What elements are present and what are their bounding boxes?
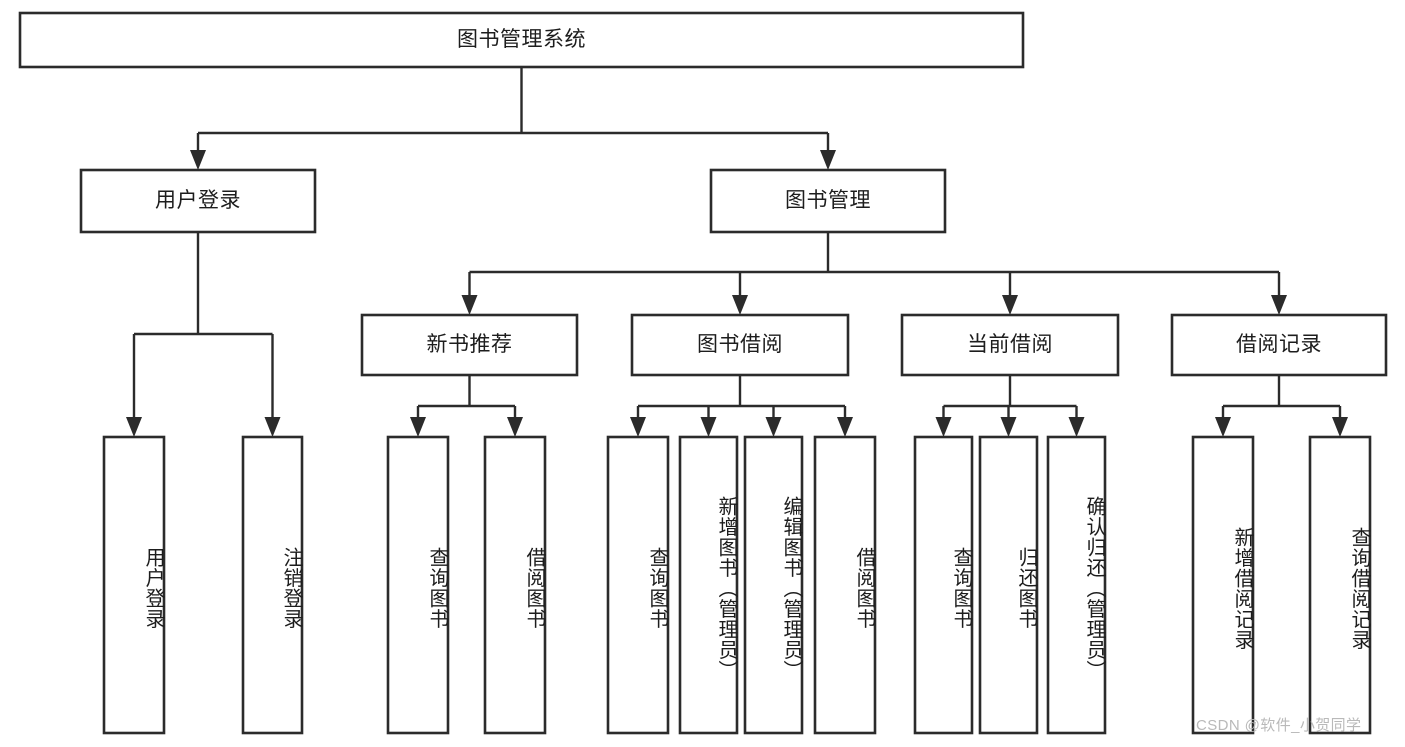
node-box-leaf-4[interactable] xyxy=(606,435,670,735)
arrow-head-icon xyxy=(1332,417,1348,437)
connector-current-borrow-to-leaves xyxy=(935,375,1085,437)
node-box-leaf-9[interactable] xyxy=(978,435,1039,735)
node-box-leaf-5[interactable] xyxy=(678,435,739,735)
connector-user-login-to-leaves xyxy=(126,232,281,437)
node-box-level3-0[interactable] xyxy=(360,313,579,377)
arrow-head-icon xyxy=(461,295,478,315)
arrow-head-icon xyxy=(630,417,646,437)
arrow-head-icon xyxy=(700,417,717,437)
arrow-head-icon xyxy=(126,417,142,437)
node-box-level2-0[interactable] xyxy=(79,168,317,234)
connector-new-book-rec-to-leaves xyxy=(410,375,523,437)
node-box-leaf-7[interactable] xyxy=(813,435,877,735)
arrow-head-icon xyxy=(264,417,281,437)
connector-root-to-level2 xyxy=(190,67,836,170)
connector-book-mgmt-to-level3 xyxy=(461,232,1287,315)
node-box-leaf-3[interactable] xyxy=(483,435,547,735)
arrow-head-icon xyxy=(507,417,523,437)
arrow-head-icon xyxy=(732,295,748,315)
arrow-head-icon xyxy=(765,417,782,437)
arrow-head-icon xyxy=(1068,417,1085,437)
node-box-root[interactable] xyxy=(18,11,1025,69)
arrow-head-icon xyxy=(820,150,836,170)
arrow-head-icon xyxy=(837,417,853,437)
node-box-leaf-1[interactable] xyxy=(241,435,304,735)
arrow-head-icon xyxy=(1271,295,1287,315)
arrow-head-icon xyxy=(1000,417,1017,437)
node-box-leaf-8[interactable] xyxy=(913,435,974,735)
node-box-leaf-10[interactable] xyxy=(1046,435,1107,735)
arrow-head-icon xyxy=(1215,417,1231,437)
node-box-leaf-0[interactable] xyxy=(102,435,166,735)
node-box-leaf-2[interactable] xyxy=(386,435,450,735)
node-box-leaf-12[interactable] xyxy=(1308,435,1372,735)
connector-borrow-record-to-leaves xyxy=(1215,375,1348,437)
watermark: CSDN @软件_小贺同学 xyxy=(1196,717,1362,734)
arrow-head-icon xyxy=(190,150,206,170)
arrow-head-icon xyxy=(1002,295,1018,315)
node-box-leaf-6[interactable] xyxy=(743,435,804,735)
node-box-level3-1[interactable] xyxy=(630,313,850,377)
arrow-head-icon xyxy=(410,417,426,437)
node-box-level2-1[interactable] xyxy=(709,168,947,234)
arrow-head-icon xyxy=(935,417,952,437)
node-box-leaf-11[interactable] xyxy=(1191,435,1255,735)
node-box-level3-3[interactable] xyxy=(1170,313,1388,377)
node-box-level3-2[interactable] xyxy=(900,313,1120,377)
connector-book-borrow-to-leaves xyxy=(630,375,853,437)
